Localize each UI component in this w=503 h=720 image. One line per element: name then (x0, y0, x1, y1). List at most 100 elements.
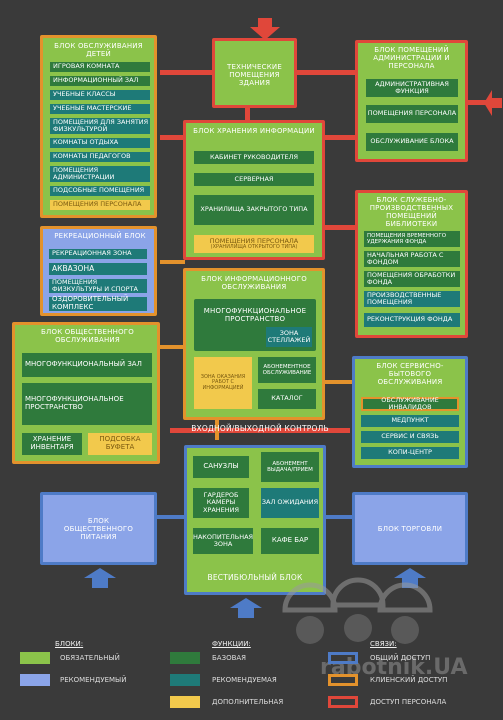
legend-client-label: Клиенский доступ (370, 676, 448, 684)
worker-helmets-watermark-icon (275, 570, 435, 655)
legend-recommended-fn-label: Рекомендуемая (212, 676, 277, 684)
function-item: Подсобные помещения (50, 186, 150, 196)
function-item: Обслуживание блока (366, 133, 458, 151)
function-item: Хранение инвентаря (22, 433, 82, 455)
client-link-line (160, 260, 185, 264)
legend-general-swatch (328, 652, 358, 664)
function-item: Помещения персонала (хранилища открытого… (194, 235, 314, 253)
function-item: Комнаты отдыха (50, 138, 150, 148)
legend-links-header: Связи: (370, 640, 397, 648)
arrow-up-icon (230, 598, 262, 618)
legend-additional-swatch (170, 696, 200, 708)
function-item: Сервис и связь (361, 431, 459, 443)
legend-mandatory-label: Обязательный (60, 654, 120, 662)
function-item: Помещения обработки фонда (364, 271, 460, 287)
function-item: Многофункциональный зал (22, 353, 152, 377)
function-item: Комнаты педагогов (50, 152, 150, 162)
function-item: Помещения для занятия физкультурой (50, 118, 150, 134)
legend-blocks-header: Блоки: (55, 640, 84, 648)
function-item: Начальная работа с фондом (364, 251, 460, 267)
function-item: Производственные помещения (364, 291, 460, 307)
block-title: Вестибюльный блок (207, 573, 303, 582)
client-link-line (160, 345, 185, 349)
block-title: Блок общественного питания (63, 517, 134, 542)
arrow-left-icon (484, 90, 502, 116)
function-item: Помещения персонала (366, 105, 458, 123)
function-item: Аквазона (49, 263, 147, 275)
staff-link-line (170, 428, 350, 433)
trade-block: Блок торговли (352, 492, 468, 565)
function-item-label: Помещения персонала (209, 236, 299, 245)
function-item: Копи-центр (361, 447, 459, 459)
arrow-up-icon (84, 568, 116, 588)
function-item: Помещения администрации (50, 166, 150, 182)
catering-block: Блок общественного питания (40, 492, 157, 565)
general-link-line (325, 515, 355, 519)
multifunctional-space: Многофункциональное пространство Зона ст… (194, 299, 316, 351)
general-link-line (155, 515, 185, 519)
block-title: Блок служебно-производственных помещений… (369, 196, 454, 229)
function-item: Административная функция (366, 79, 458, 97)
legend-staff-label: Доступ персонала (370, 698, 447, 706)
vestibule-block: Санузлы Абонемент выдача/прием Гардероб … (184, 445, 326, 595)
staff-link-line (295, 70, 357, 75)
admin-block: Блок помещений администрации и персонала… (355, 40, 468, 162)
legend-staff-swatch (328, 696, 358, 708)
staff-link-line (325, 225, 355, 230)
function-item: Помещения физкультуры и спорта (49, 278, 147, 293)
function-item: Медпункт (361, 415, 459, 427)
function-item: Зона стеллажей (266, 327, 312, 347)
function-item: Накопительная зона (193, 528, 253, 554)
checkpoint-label: Входной/выходной контроль (191, 424, 329, 433)
function-item: Обслуживание инвалидов (361, 396, 459, 411)
function-item: Гардероб камеры хранения (193, 488, 249, 518)
service-production-block: Блок служебно-производственных помещений… (355, 190, 468, 338)
block-title: Блок хранения информации (193, 127, 315, 135)
legend-mandatory-swatch (20, 652, 50, 664)
function-item: Учебные классы (50, 90, 150, 100)
function-item: Хранилища закрытого типа (194, 195, 314, 225)
arrow-down-icon (250, 18, 280, 40)
function-item: Учебные мастерские (50, 104, 150, 114)
function-item: Помещения персонала (50, 200, 150, 210)
function-item: Серверная (194, 173, 314, 186)
storage-block: Блок хранения информации Кабинет руковод… (183, 120, 325, 260)
household-block: Блок сервисно-бытового обслуживания Обсл… (352, 356, 468, 468)
staff-link-line (245, 108, 250, 122)
staff-link-line (468, 100, 498, 105)
function-item: Многофункциональное пространство (22, 383, 152, 425)
block-title: Блок торговли (377, 525, 443, 533)
block-title: Технические помещения здания (227, 63, 282, 88)
legend-recommended-label: Рекомендуемый (60, 676, 127, 684)
recreation-block: Рекреационный блок Рекреационная зона Ак… (40, 226, 157, 316)
block-title: Рекреационный блок (54, 232, 146, 240)
public-service-block: Блок общественного обслуживания Многофун… (12, 322, 160, 464)
legend-recommended-fn-swatch (170, 674, 200, 686)
function-item-label: Многофункциональное пространство (203, 307, 307, 324)
function-item: Информационный зал (50, 76, 150, 86)
staff-link-line (325, 135, 355, 140)
function-item: Рекреационная зона (49, 249, 147, 259)
function-item: Реконструкция фонда (364, 313, 460, 327)
function-item-note: (хранилища открытого типа) (210, 243, 298, 250)
children-block: Блок обслуживания детей Игровая комната … (40, 35, 157, 218)
function-item: Абонемент выдача/прием (261, 452, 319, 482)
legend-base-swatch (170, 652, 200, 664)
function-item: Игровая комната (50, 62, 150, 72)
legend-functions-header: Функции: (212, 640, 251, 648)
client-link-line (325, 380, 355, 384)
staff-link-line (160, 70, 220, 75)
function-item: Зал ожидания (261, 488, 319, 518)
block-title: Блок информационного обслуживания (201, 275, 307, 292)
legend-recommended-swatch (20, 674, 50, 686)
function-item: Абонементное обслуживание (258, 357, 316, 383)
staff-link-line (160, 135, 185, 140)
function-item: Санузлы (193, 456, 249, 478)
function-item: Оздоровительный комплекс (49, 295, 147, 311)
legend-general-label: Общий доступ (370, 654, 431, 662)
legend-client-swatch (328, 674, 358, 686)
client-link-line (215, 410, 219, 440)
legend-base-label: Базовая (212, 654, 247, 662)
block-title: Блок общественного обслуживания (41, 328, 134, 345)
function-item: Помещения временного удержания фонда (364, 231, 460, 247)
